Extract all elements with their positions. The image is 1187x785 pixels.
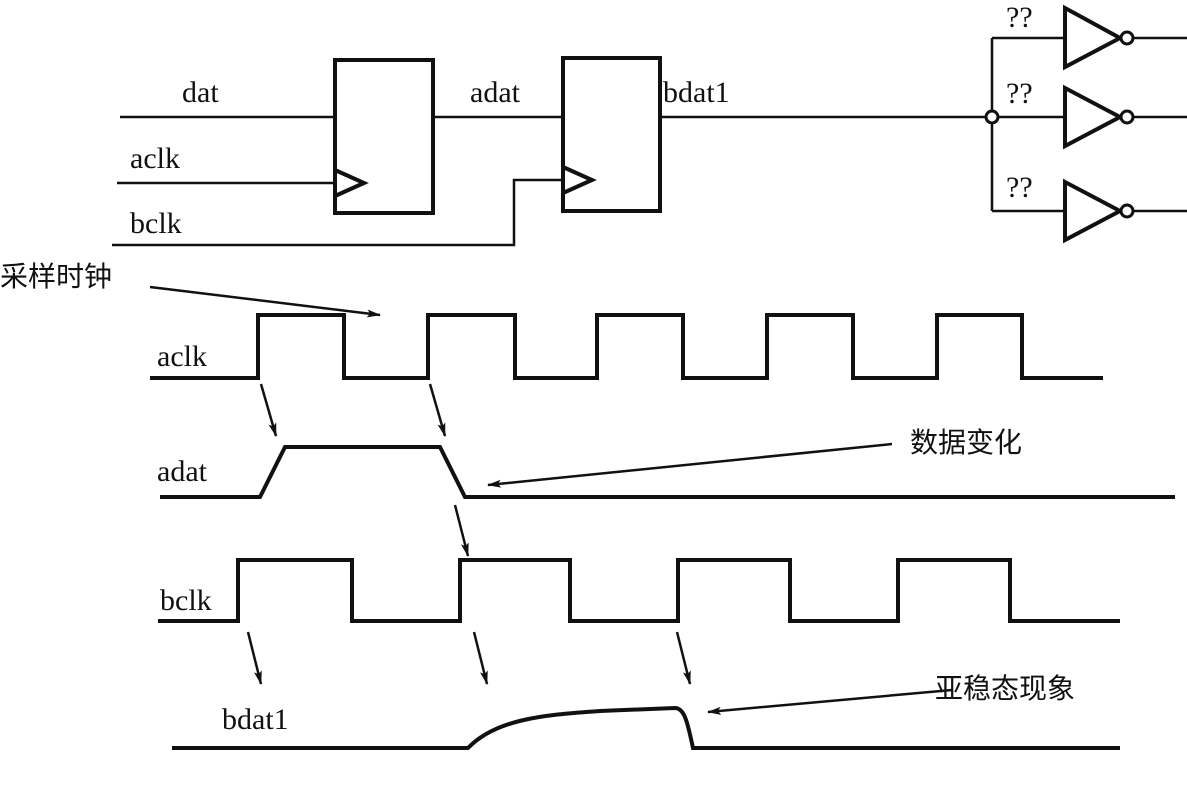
aclk-label: aclk [130, 142, 180, 175]
causality-arrows [246, 383, 692, 685]
arrow-down [246, 631, 263, 685]
adat-label: adat [470, 76, 521, 109]
timing-diagram: 采样时钟 aclk adat 数据变化 bclk bdat1 亚稳态现象 [0, 260, 1175, 750]
circuit: dat aclk bclk adat bdat1 ?? ?? ?? [112, 1, 1187, 247]
sampling-clock-annotation: 采样时钟 [0, 260, 112, 293]
bclk-waveform [158, 558, 1120, 623]
adat-wave-label: adat [157, 455, 208, 488]
bclk-wave-label: bclk [160, 584, 212, 617]
clock-triangle-a [334, 168, 369, 198]
data-change-annotation: 数据变化 [910, 426, 1022, 459]
bclk-label: bclk [130, 207, 182, 240]
fanout-label-2: ?? [1006, 77, 1033, 110]
bdat1-label: bdat1 [663, 76, 730, 109]
metastability-arrow [707, 688, 953, 715]
bdat1-wave-label: bdat1 [222, 703, 289, 736]
arrow-down [472, 631, 489, 685]
arrow-down [453, 504, 470, 557]
inverter-1 [992, 4, 1187, 71]
junction-node [984, 109, 1000, 125]
fanout-label-1: ?? [1006, 1, 1033, 34]
metastability-annotation: 亚稳态现象 [935, 672, 1075, 705]
bclk-wire [112, 178, 563, 247]
arrow-down [259, 383, 278, 437]
adat-waveform [160, 445, 1175, 499]
inverter-3 [992, 178, 1187, 244]
bdat1-waveform [172, 705, 1120, 750]
aclk-wave-label: aclk [157, 340, 207, 373]
aclk-waveform [150, 313, 1103, 380]
clock-triangle-b [562, 165, 597, 195]
flip-flop-b [561, 56, 662, 213]
arrow-down [675, 631, 692, 685]
arrow-down [428, 383, 447, 437]
dat-label: dat [182, 76, 219, 109]
fanout-label-3: ?? [1006, 171, 1033, 204]
data-change-arrow [487, 442, 893, 488]
inverter-2 [998, 84, 1187, 150]
sampling-clock-arrow [149, 285, 381, 318]
flip-flop-a [333, 58, 435, 215]
